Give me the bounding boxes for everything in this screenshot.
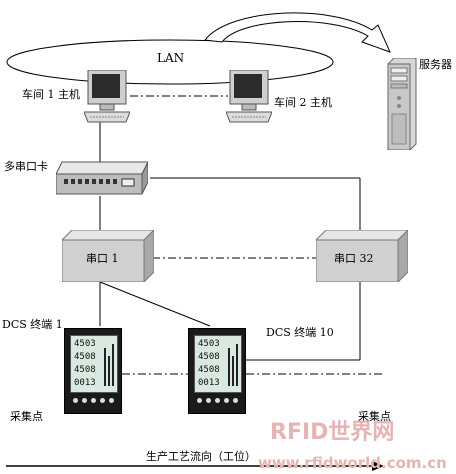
meter-reading-2: 4508 bbox=[198, 352, 220, 362]
multiport-card-icon bbox=[56, 161, 148, 195]
meter-reading-3: 4508 bbox=[74, 365, 96, 375]
watermark-url: www.rfidworld.com.cn bbox=[258, 454, 447, 472]
meter-bar-graph bbox=[104, 340, 114, 386]
host1-label: 车间 1 主机 bbox=[22, 88, 80, 101]
production-flow-label: 生产工艺流向（工位） bbox=[146, 450, 256, 463]
meter-reading-3: 4508 bbox=[198, 365, 220, 375]
meter-reading-4: 0013 bbox=[74, 378, 96, 388]
host2-label: 车间 2 主机 bbox=[274, 96, 332, 109]
collect-point-left-label: 采集点 bbox=[10, 410, 43, 423]
multiport-label: 多串口卡 bbox=[4, 160, 48, 173]
host2-computer-icon bbox=[226, 70, 272, 123]
meter-reading-1: 4503 bbox=[198, 339, 220, 349]
lan-ellipse bbox=[6, 39, 334, 85]
meter-keypad bbox=[195, 395, 241, 407]
dcs10-label: DCS 终端 10 bbox=[266, 326, 334, 339]
serial32-label: 串口 32 bbox=[334, 252, 374, 265]
dcs-terminal-1-meter: 4503 4508 4508 0013 bbox=[64, 328, 122, 414]
meter-keypad bbox=[71, 395, 117, 407]
host1-computer-icon bbox=[84, 70, 130, 123]
watermark-title: RFID世界网 bbox=[270, 420, 395, 445]
dcs1-label: DCS 终端 1 bbox=[2, 318, 63, 331]
meter-screen: 4503 4508 4508 0013 bbox=[194, 335, 242, 393]
collect-point-right-label: 采集点 bbox=[358, 410, 391, 423]
serial1-box bbox=[62, 230, 154, 282]
lan-curved-arrow bbox=[204, 12, 391, 53]
server-icon bbox=[387, 58, 417, 150]
meter-bar-graph bbox=[228, 340, 238, 386]
meter-reading-1: 4503 bbox=[74, 339, 96, 349]
meter-reading-2: 4508 bbox=[74, 352, 96, 362]
lan-label: LAN bbox=[157, 51, 185, 65]
meter-screen: 4503 4508 4508 0013 bbox=[70, 335, 118, 393]
serial32-box bbox=[316, 230, 408, 282]
server-label: 服务器 bbox=[419, 58, 452, 71]
meter-reading-4: 0013 bbox=[198, 378, 220, 388]
serial1-label: 串口 1 bbox=[86, 252, 119, 265]
dcs-terminal-10-meter: 4503 4508 4508 0013 bbox=[188, 328, 246, 414]
